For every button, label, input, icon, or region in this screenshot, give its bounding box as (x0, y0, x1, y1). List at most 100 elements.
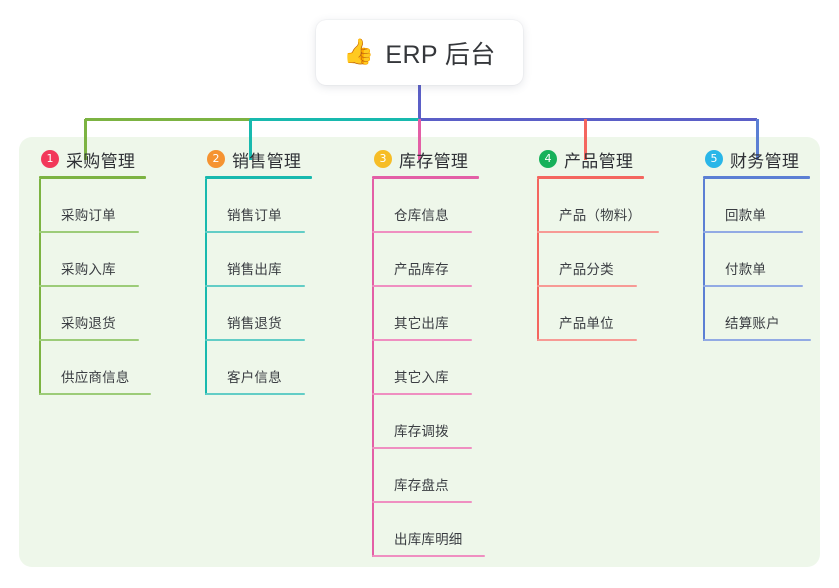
list-item-label: 产品单位 (559, 316, 614, 331)
branch-header-4[interactable]: 4 产品管理 (537, 147, 692, 171)
branch-header-5[interactable]: 5 财务管理 (703, 147, 839, 171)
list-item-underline (537, 231, 659, 233)
list-item-underline (703, 339, 811, 341)
list-item[interactable]: 产品（物料） (537, 179, 692, 233)
list-item-underline (372, 501, 472, 503)
branch-underline-5 (703, 176, 810, 179)
list-item-label: 销售出库 (227, 262, 282, 277)
branch-badge-2: 2 (207, 150, 225, 168)
branch-rail-5 (703, 179, 705, 341)
branch-title-2: 销售管理 (232, 151, 302, 171)
list-item[interactable]: 销售出库 (205, 233, 350, 287)
branch-rail-3 (372, 179, 374, 557)
list-item-label: 其它出库 (394, 316, 449, 331)
branch-column-1: 1 采购管理 采购订单 采购入库 采购退货 供应商信 (39, 147, 184, 395)
list-item-underline (372, 339, 472, 341)
list-item[interactable]: 客户信息 (205, 341, 350, 395)
list-item[interactable]: 付款单 (703, 233, 839, 287)
list-item-underline (39, 393, 151, 395)
branch-badge-5: 5 (705, 150, 723, 168)
root-node-title: ERP 后台 (385, 40, 496, 69)
list-item[interactable]: 回款单 (703, 179, 839, 233)
thumbs-up-icon: 👍 (343, 38, 375, 66)
branch-column-3: 3 库存管理 仓库信息 产品库存 其它出库 其它入库 (372, 147, 522, 557)
branch-items-1: 采购订单 采购入库 采购退货 供应商信息 (39, 179, 184, 395)
branch-badge-4: 4 (539, 150, 557, 168)
list-item[interactable]: 其它出库 (372, 287, 522, 341)
branch-underline-1 (39, 176, 146, 179)
branch-badge-3: 3 (374, 150, 392, 168)
list-item[interactable]: 销售退货 (205, 287, 350, 341)
list-item-underline (205, 339, 305, 341)
branch-title-4: 产品管理 (564, 151, 634, 171)
list-item-label: 其它入库 (394, 370, 449, 385)
list-item[interactable]: 产品分类 (537, 233, 692, 287)
list-item-underline (205, 231, 305, 233)
list-item-label: 仓库信息 (394, 208, 449, 223)
list-item-underline (39, 231, 139, 233)
list-item[interactable]: 仓库信息 (372, 179, 522, 233)
list-item[interactable]: 采购订单 (39, 179, 184, 233)
list-item-label: 供应商信息 (61, 370, 130, 385)
list-item-label: 回款单 (725, 208, 767, 223)
branch-underline-2 (205, 176, 312, 179)
list-item-label: 销售退货 (227, 316, 282, 331)
root-node-card[interactable]: 👍 ERP 后台 (316, 20, 523, 85)
list-item[interactable]: 产品单位 (537, 287, 692, 341)
branch-items-3: 仓库信息 产品库存 其它出库 其它入库 库存调拨 (372, 179, 522, 557)
branch-rail-1 (39, 179, 41, 395)
list-item[interactable]: 采购退货 (39, 287, 184, 341)
branch-items-2: 销售订单 销售出库 销售退货 客户信息 (205, 179, 350, 395)
branch-title-3: 库存管理 (399, 151, 469, 171)
branch-column-5: 5 财务管理 回款单 付款单 结算账户 (703, 147, 839, 341)
branch-header-1[interactable]: 1 采购管理 (39, 147, 184, 171)
branch-title-1: 采购管理 (66, 151, 136, 171)
list-item[interactable]: 产品库存 (372, 233, 522, 287)
branch-rail-4 (537, 179, 539, 341)
list-item-underline (372, 393, 472, 395)
branch-items-5: 回款单 付款单 结算账户 (703, 179, 839, 341)
list-item-underline (537, 339, 637, 341)
list-item[interactable]: 其它入库 (372, 341, 522, 395)
branch-underline-4 (537, 176, 644, 179)
list-item[interactable]: 供应商信息 (39, 341, 184, 395)
list-item-label: 采购退货 (61, 316, 116, 331)
list-item-underline (372, 447, 472, 449)
list-item-label: 销售订单 (227, 208, 282, 223)
list-item-label: 产品库存 (394, 262, 449, 277)
branch-rail-2 (205, 179, 207, 395)
list-item-label: 出库库明细 (394, 532, 463, 547)
list-item-underline (205, 393, 305, 395)
branch-column-4: 4 产品管理 产品（物料） 产品分类 产品单位 (537, 147, 692, 341)
list-item-label: 产品（物料） (559, 208, 642, 223)
branch-title-5: 财务管理 (730, 151, 800, 171)
list-item-underline (372, 285, 472, 287)
list-item-label: 结算账户 (725, 316, 780, 331)
list-item-underline (39, 285, 139, 287)
list-item[interactable]: 库存盘点 (372, 449, 522, 503)
list-item-underline (703, 285, 803, 287)
branch-underline-3 (372, 176, 479, 179)
list-item-underline (205, 285, 305, 287)
list-item[interactable]: 库存调拨 (372, 395, 522, 449)
list-item-label: 客户信息 (227, 370, 282, 385)
list-item-label: 库存调拨 (394, 424, 449, 439)
list-item-underline (372, 231, 472, 233)
list-item[interactable]: 出库库明细 (372, 503, 522, 557)
branch-column-2: 2 销售管理 销售订单 销售出库 销售退货 客户信息 (205, 147, 350, 395)
list-item[interactable]: 销售订单 (205, 179, 350, 233)
list-item-label: 采购订单 (61, 208, 116, 223)
list-item[interactable]: 采购入库 (39, 233, 184, 287)
list-item[interactable]: 结算账户 (703, 287, 839, 341)
list-item-underline (703, 231, 803, 233)
branch-items-4: 产品（物料） 产品分类 产品单位 (537, 179, 692, 341)
branch-header-3[interactable]: 3 库存管理 (372, 147, 522, 171)
list-item-label: 库存盘点 (394, 478, 449, 493)
list-item-underline (372, 555, 485, 557)
branch-header-2[interactable]: 2 销售管理 (205, 147, 350, 171)
list-item-underline (537, 285, 637, 287)
branch-badge-1: 1 (41, 150, 59, 168)
list-item-label: 付款单 (725, 262, 767, 277)
